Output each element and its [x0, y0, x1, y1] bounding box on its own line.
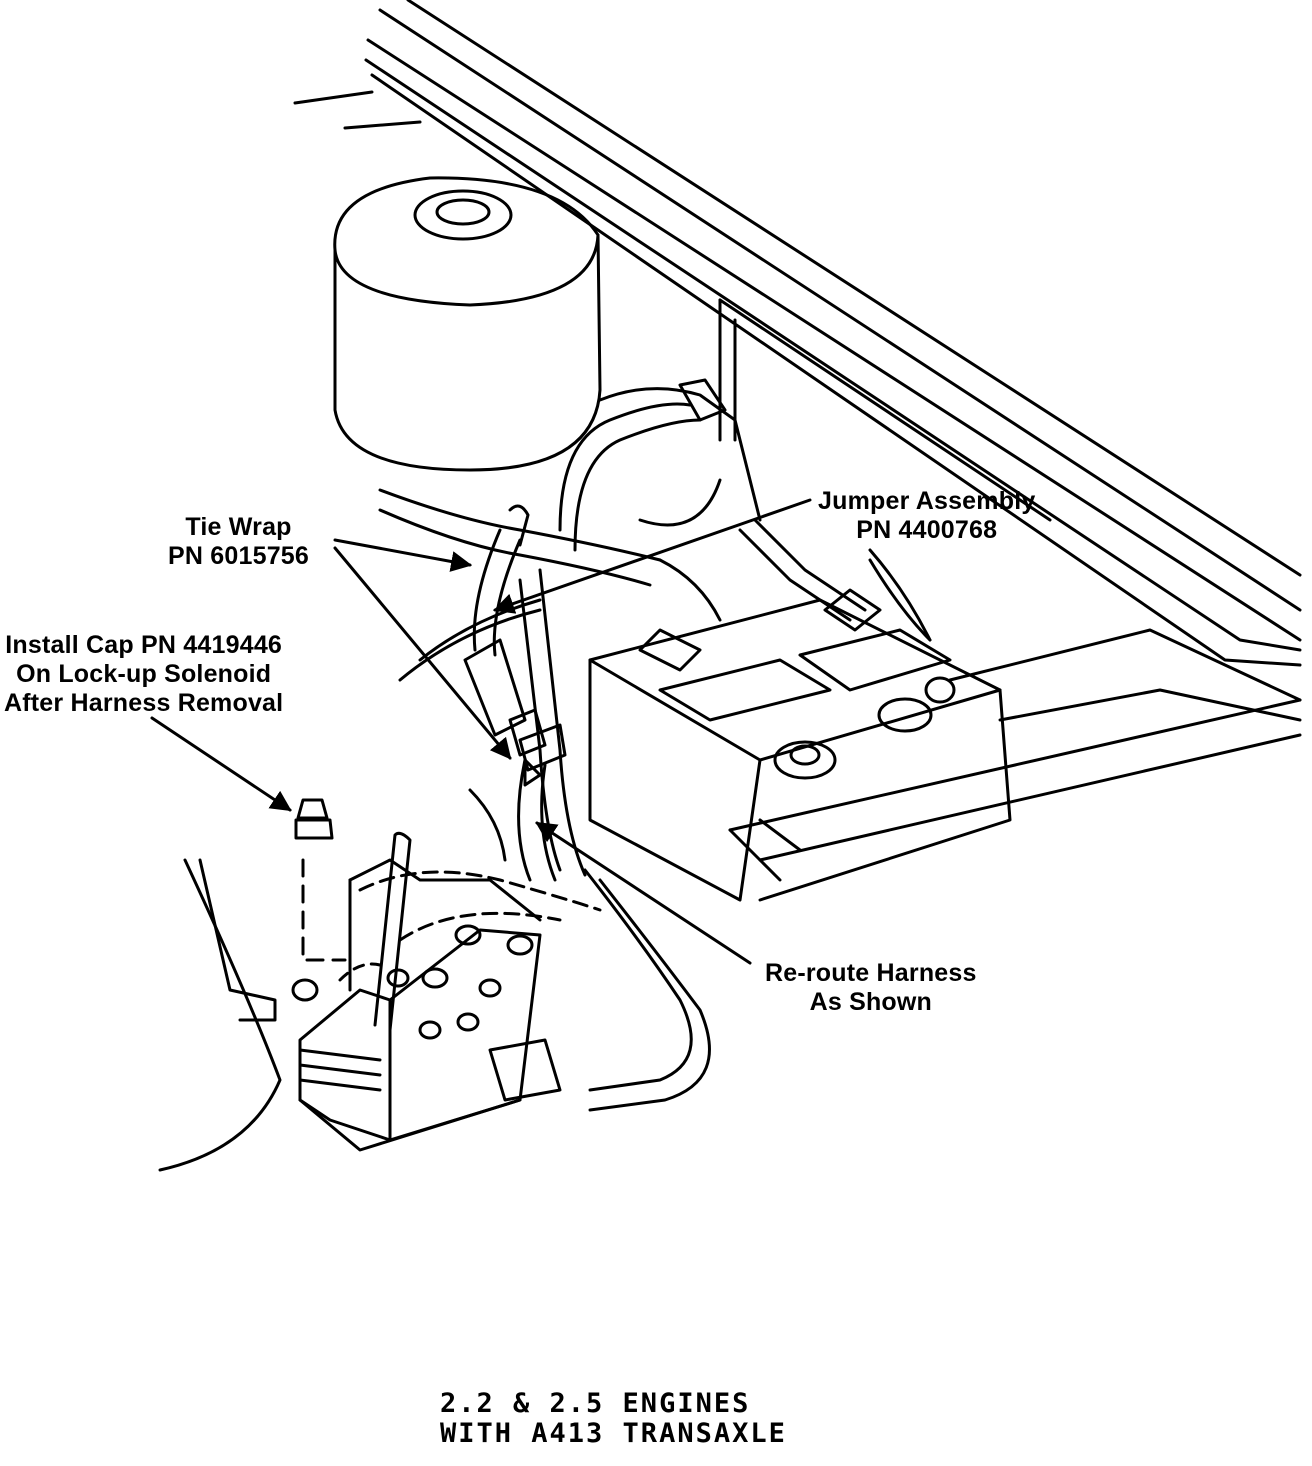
transaxle-valve-body [298, 831, 602, 1152]
install-cap-line-2: On Lock-up Solenoid [16, 660, 272, 688]
install-cap-line-1: Install Cap PN 4419446 [5, 631, 283, 659]
install-cap-line-3: After Harness Removal [4, 689, 284, 717]
jumper-assembly-name: Jumper Assembly [818, 487, 1036, 515]
tie-wrap-label: Tie Wrap PN 6015756 [168, 513, 309, 571]
jumper-assembly-part-number: PN 4400768 [856, 516, 998, 544]
strut-tower [333, 176, 602, 472]
battery-tray-rail [728, 698, 1302, 882]
caption-line-2: WITH A413 TRANSAXLE [440, 1418, 787, 1449]
tie-wrap-part-number: PN 6015756 [168, 542, 310, 570]
jumper-assembly-label: Jumper Assembly PN 4400768 [818, 487, 1035, 545]
leader-lines [150, 498, 932, 965]
reroute-harness-line-1: Re-route Harness [765, 959, 977, 987]
lock-up-solenoid-cap [291, 798, 347, 1002]
tie-wrap-name: Tie Wrap [185, 513, 292, 541]
figure-caption: 2.2 & 2.5 ENGINES WITH A413 TRANSAXLE [440, 1389, 787, 1449]
reroute-harness-label: Re-route Harness As Shown [765, 959, 977, 1017]
battery [588, 588, 1012, 902]
fender-panel [293, 0, 1302, 722]
reroute-harness-line-2: As Shown [809, 988, 933, 1016]
wheel-well [158, 598, 542, 1172]
caption-line-1: 2.2 & 2.5 ENGINES [440, 1388, 751, 1419]
connectors [463, 378, 727, 1102]
install-cap-label: Install Cap PN 4419446 On Lock-up Soleno… [4, 631, 283, 718]
